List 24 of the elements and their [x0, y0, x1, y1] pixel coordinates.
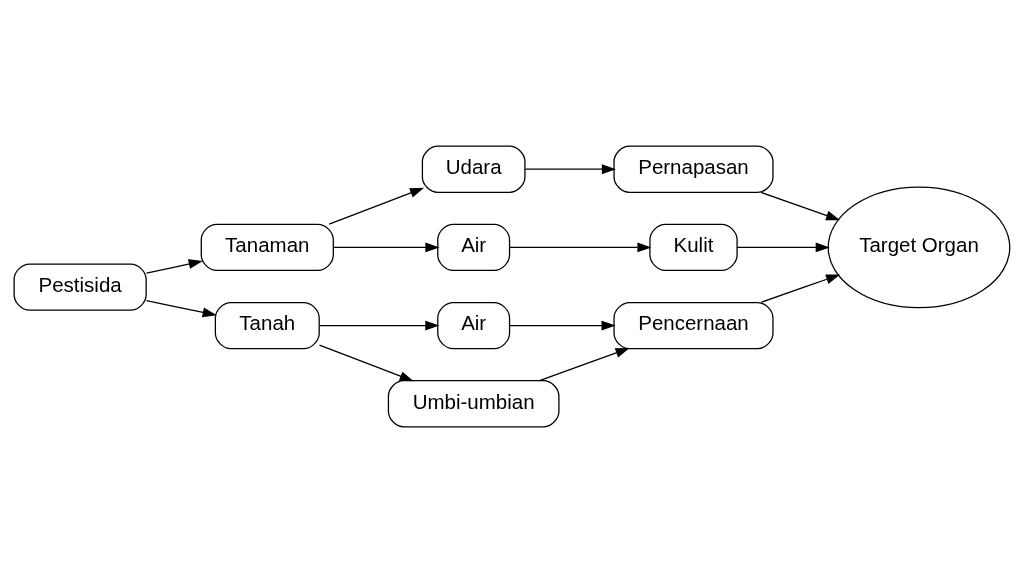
arrow: [318, 320, 439, 331]
arrow: [145, 258, 203, 274]
node-box: Pernapasan: [612, 145, 774, 193]
node-box: Tanaman: [200, 223, 334, 271]
node-box: Pencernaan: [612, 301, 774, 349]
node-box: Udara: [421, 145, 526, 193]
arrow: [145, 299, 217, 317]
arrow: [318, 344, 414, 381]
arrow: [508, 241, 651, 252]
arrow: [759, 191, 840, 220]
arrow: [538, 347, 630, 381]
arrow: [736, 241, 830, 252]
arrow: [508, 320, 616, 331]
arrow: [332, 241, 439, 252]
arrow: [759, 274, 840, 303]
node-box: Umbi-umbian: [387, 379, 560, 427]
node-box: Kulit: [648, 223, 738, 271]
node-box: Air: [436, 301, 510, 349]
arrow: [524, 163, 616, 174]
node-box: Tanah: [214, 301, 320, 349]
node-box: Air: [436, 223, 510, 271]
arrow: [328, 187, 424, 225]
node-ellipse: Target Organ: [827, 186, 1010, 308]
node-box: Pestisida: [13, 262, 147, 311]
